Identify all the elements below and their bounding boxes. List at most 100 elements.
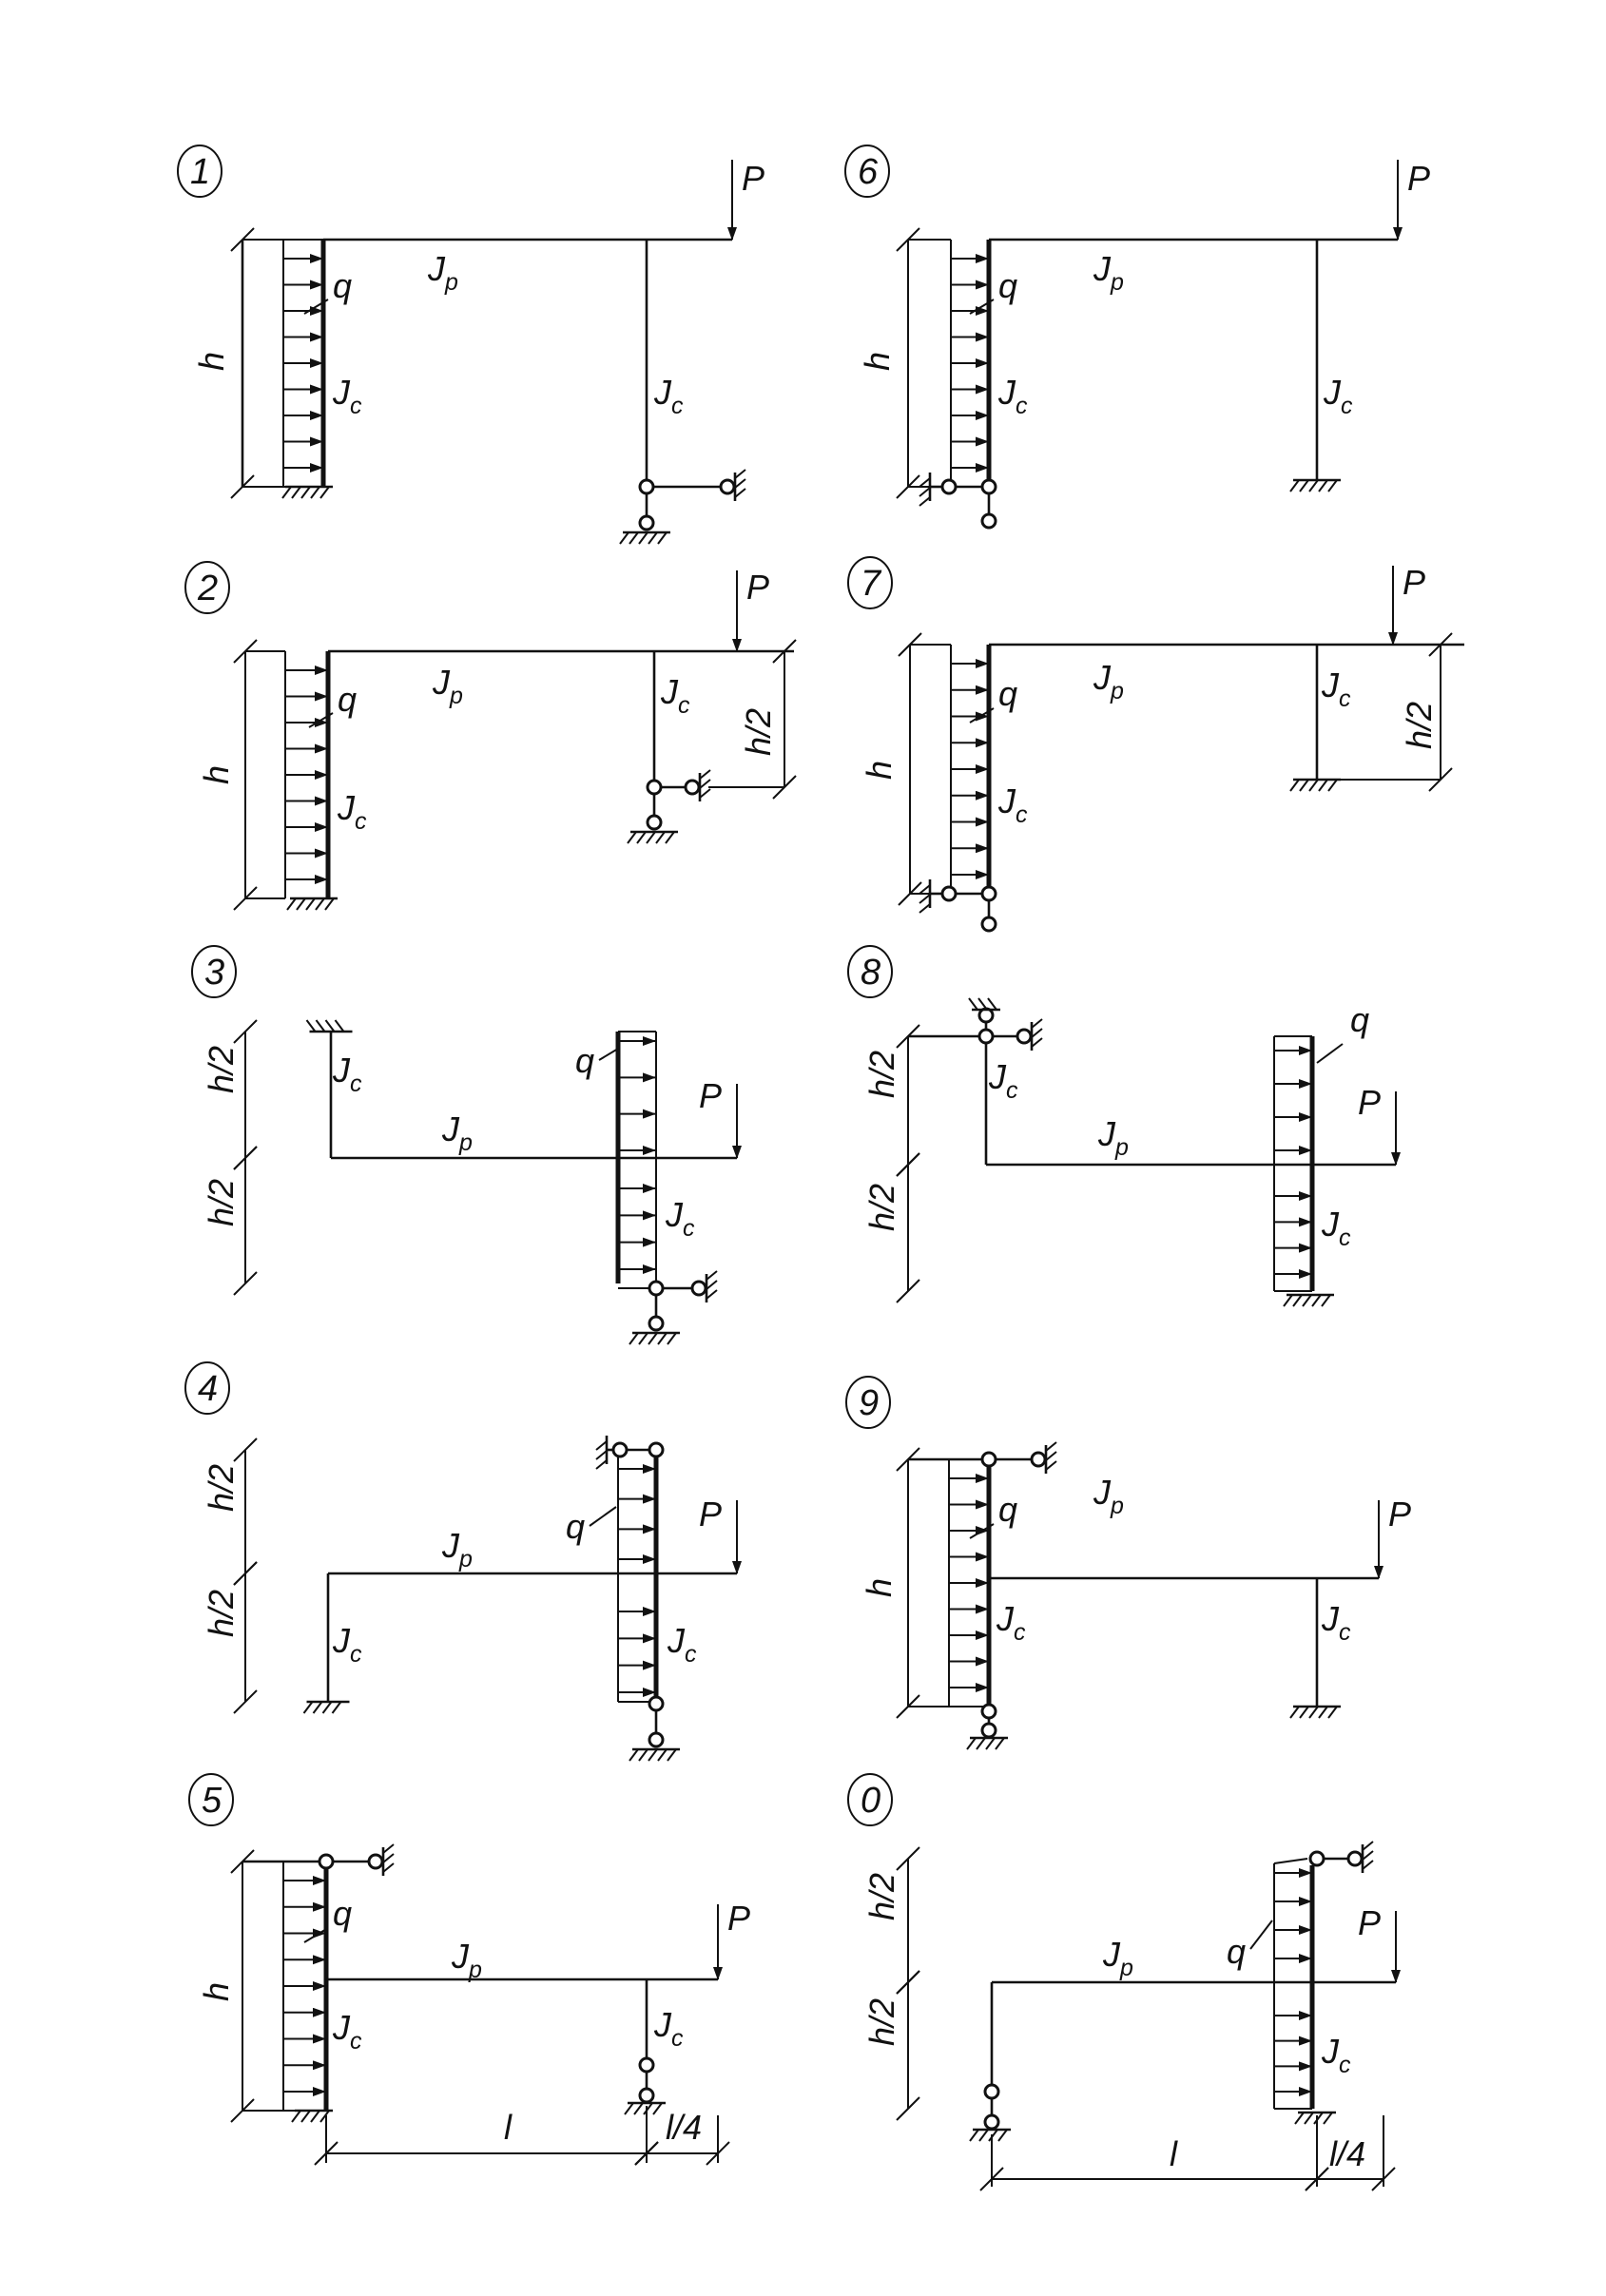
label-text: J bbox=[427, 249, 446, 288]
dimension-tick bbox=[979, 2167, 1004, 2191]
label-subscript: c bbox=[678, 692, 690, 719]
hinge bbox=[318, 1853, 335, 1870]
height-label: h bbox=[858, 352, 897, 371]
label-text: h/2 bbox=[202, 1046, 241, 1093]
ground-hatch bbox=[1362, 1841, 1374, 1870]
label-subscript: c bbox=[683, 1215, 695, 1242]
label-text: h bbox=[197, 1982, 236, 2001]
leader-line bbox=[598, 1048, 619, 1061]
beam-inertia-label: Jp bbox=[1102, 1935, 1133, 1981]
column-inertia-label: Jc bbox=[1321, 1599, 1351, 1646]
dimension-tick bbox=[233, 1019, 258, 1044]
column-inertia-label: Jc bbox=[332, 1051, 362, 1097]
label-text: h/2 bbox=[202, 1590, 241, 1637]
label-subscript: p bbox=[468, 1957, 482, 1983]
label-text: h/2 bbox=[862, 1184, 901, 1231]
scheme-number-circle bbox=[847, 945, 893, 998]
label-text: l bbox=[504, 2108, 513, 2147]
hinge bbox=[1346, 1850, 1364, 1867]
column-inertia-label: Jc bbox=[653, 2005, 684, 2052]
ground-hatch bbox=[734, 469, 746, 498]
hinge bbox=[983, 2083, 1000, 2100]
hinge bbox=[690, 1280, 707, 1297]
scheme-number-circle bbox=[184, 561, 230, 614]
scheme-number: 6 bbox=[858, 152, 879, 192]
label-text: q bbox=[333, 266, 352, 305]
label-text: q bbox=[998, 1490, 1017, 1529]
dimension-tick bbox=[634, 2141, 659, 2166]
label-text: q bbox=[998, 674, 1017, 713]
column-inertia-label: Jc bbox=[653, 373, 684, 419]
label-text: J bbox=[332, 1621, 351, 1660]
force-label: P bbox=[746, 568, 769, 607]
label-subscript: c bbox=[1016, 393, 1028, 419]
label-text: J bbox=[667, 1621, 686, 1660]
ground-hatch bbox=[286, 897, 335, 911]
label-text: P bbox=[1358, 1903, 1381, 1942]
ground-hatch bbox=[595, 1440, 608, 1470]
column-inertia-label: Jc bbox=[332, 373, 362, 419]
label-text: J bbox=[653, 2005, 672, 2044]
load-label: q bbox=[566, 1507, 585, 1546]
label-text: q bbox=[1227, 1932, 1246, 1971]
hinge bbox=[648, 1280, 665, 1297]
column-inertia-label: Jc bbox=[996, 1599, 1026, 1646]
span-label: l bbox=[1170, 2134, 1178, 2173]
label-text: h/2 bbox=[862, 1873, 901, 1920]
label-text: J bbox=[1321, 1205, 1340, 1244]
hinge bbox=[719, 478, 736, 495]
beam-inertia-label: Jp bbox=[1093, 658, 1124, 704]
label-text: J bbox=[1102, 1935, 1121, 1974]
label-subscript: p bbox=[1119, 1955, 1133, 1981]
height-label: h bbox=[197, 765, 236, 784]
dimension-tick bbox=[772, 775, 797, 800]
label-subscript: c bbox=[1339, 1619, 1351, 1646]
leader-line bbox=[303, 1927, 329, 1943]
label-subscript: p bbox=[1110, 678, 1124, 704]
column-inertia-label: Jc bbox=[1323, 373, 1353, 419]
beam-inertia-label: Jp bbox=[441, 1109, 473, 1156]
ground-hatch bbox=[1289, 479, 1338, 492]
dimension-tick bbox=[896, 1846, 920, 1871]
label-text: J bbox=[660, 672, 679, 711]
label-text: J bbox=[1097, 1114, 1116, 1153]
label-text: q bbox=[333, 1894, 352, 1933]
dimension-tick bbox=[896, 1279, 920, 1303]
hinge bbox=[980, 1703, 997, 1720]
scheme-number-circle bbox=[844, 145, 890, 198]
column-inertia-label: Jc bbox=[988, 1057, 1018, 1104]
label-text: J bbox=[1321, 1599, 1340, 1638]
label-text: P bbox=[727, 1899, 750, 1938]
label-subscript: c bbox=[350, 2028, 362, 2055]
label-subscript: c bbox=[355, 808, 367, 835]
force-label: P bbox=[742, 159, 764, 198]
load-label: q bbox=[333, 266, 352, 305]
ground-hatch bbox=[1031, 1018, 1043, 1048]
ground-hatch bbox=[629, 1332, 677, 1345]
label-text: J bbox=[441, 1109, 460, 1148]
label-subscript: c bbox=[685, 1641, 697, 1668]
scheme-number: 8 bbox=[861, 953, 880, 993]
column-inertia-label: Jc bbox=[1321, 2032, 1351, 2078]
leader-line bbox=[303, 299, 329, 315]
hinge bbox=[940, 885, 958, 902]
label-text: J bbox=[1093, 1473, 1112, 1512]
hinge bbox=[980, 1722, 997, 1739]
hinge bbox=[648, 1695, 665, 1712]
column-inertia-label: Jc bbox=[337, 788, 367, 835]
label-subscript: c bbox=[671, 393, 684, 419]
ground-hatch bbox=[629, 1748, 677, 1762]
label-subscript: c bbox=[1006, 1077, 1018, 1104]
force-label: P bbox=[1407, 159, 1430, 198]
half-height-label: h/2 bbox=[202, 1046, 241, 1093]
scheme-number-circle bbox=[177, 145, 223, 198]
half-height-label: h/2 bbox=[862, 1051, 901, 1098]
load-label: q bbox=[998, 266, 1017, 305]
hinge bbox=[646, 814, 663, 831]
leader-line bbox=[1249, 1920, 1273, 1950]
label-subscript: c bbox=[1341, 393, 1353, 419]
beam-inertia-label: Jp bbox=[1097, 1114, 1129, 1161]
dimension-tick bbox=[896, 1152, 920, 1177]
dimension-tick bbox=[772, 639, 797, 664]
